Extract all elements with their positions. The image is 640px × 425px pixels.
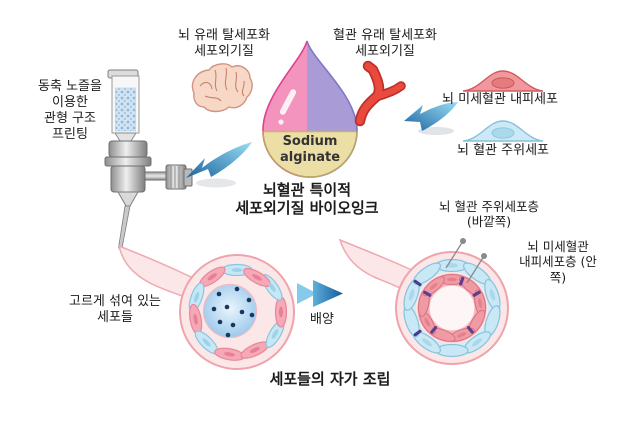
label-endothelial-cell: 뇌 미세혈관 내피세포 (442, 92, 558, 107)
label-pericyte-layer: 뇌 혈관 주위세포층 (바깥쪽) (439, 199, 539, 230)
tight-junction-marks (413, 276, 481, 337)
label-self-assembly: 세포들의 자가 조립 (269, 370, 391, 388)
blood-vessel-icon (354, 60, 406, 127)
coaxial-nozzle-syringe-icon (104, 69, 193, 249)
label-pericyte-cell: 뇌 혈관 주위세포 (457, 143, 549, 158)
assembled-vessel-cross-section (338, 238, 509, 365)
label-bioink-title: 뇌혈관 특이적 세포외기질 바이오잉크 (235, 181, 379, 217)
endothelial-cell-icon (462, 70, 544, 92)
leader-lines (445, 238, 487, 284)
label-coaxial-printing: 동축 노즐을 이용한 관형 구조 프린팅 (38, 79, 102, 142)
label-brain-ecm: 뇌 유래 탈세포화 세포외기질 (178, 28, 270, 59)
label-culture: 배양 (310, 312, 334, 327)
pericyte-cell-icon (462, 120, 544, 142)
mixed-cells-cross-section (117, 244, 295, 370)
arrow-cells-to-droplet-icon (404, 102, 458, 135)
label-sodium-alginate: Sodium alginate (279, 134, 341, 166)
brain-icon (191, 63, 253, 113)
label-mixed-cells: 고르게 섞여 있는 세포들 (69, 294, 161, 325)
culture-arrow-icon (297, 280, 343, 307)
label-vessel-ecm: 혈관 유래 탈세포화 세포외기질 (333, 28, 437, 59)
label-endothelial-layer: 뇌 미세혈관 내피세포층 (안쪽) (519, 239, 597, 285)
arrow-to-nozzle-icon (186, 142, 252, 188)
